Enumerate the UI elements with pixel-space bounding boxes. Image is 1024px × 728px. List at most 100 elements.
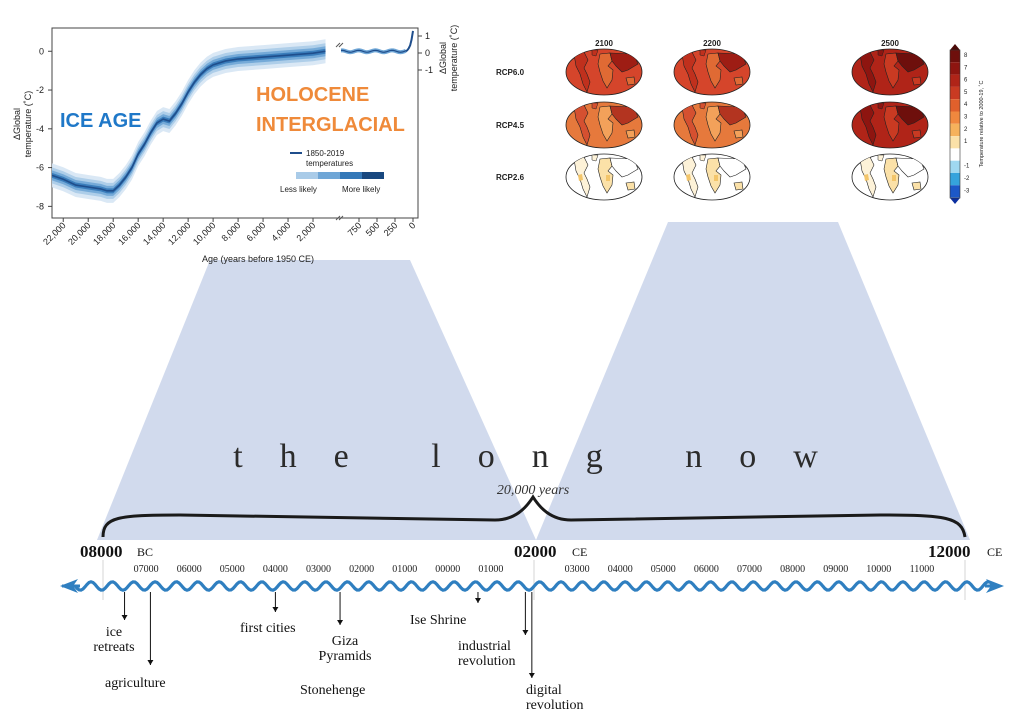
world-map — [851, 153, 929, 201]
y-tick-label: -8 — [36, 201, 44, 211]
event-label: industrial — [458, 639, 511, 654]
continent-greenland — [699, 154, 707, 162]
continent-americas — [573, 104, 591, 146]
colorbar-tick-label: -3 — [964, 188, 970, 194]
colorbar-segment — [950, 50, 960, 63]
y-tick-label: 0 — [39, 46, 44, 56]
right-y-tick-label: -1 — [425, 65, 433, 75]
legend-less-likely: Less likely — [280, 185, 317, 194]
timeline-tick-label: 06000 — [177, 564, 202, 575]
chart-x-axis: 22,00020,00018,00016,00014,00012,00010,0… — [41, 218, 417, 247]
uncertainty-band-layer — [52, 46, 326, 196]
colorbar-tick-label: 6 — [964, 78, 968, 84]
modern-temperature-line — [405, 30, 414, 53]
continent-greenland — [591, 49, 599, 57]
timeline-tick-label: 11000 — [910, 564, 935, 575]
x-tick-label: 8,000 — [219, 220, 242, 243]
event-arrow-icon — [337, 620, 344, 625]
y-label-right-2: temperature (˚C) — [449, 25, 459, 92]
continent-americas — [573, 51, 591, 93]
map-land — [573, 49, 639, 93]
colorbar-segment — [950, 160, 960, 173]
continent-greenland — [699, 102, 707, 110]
continent-australia — [911, 181, 922, 191]
temperature-series — [51, 30, 414, 192]
continent-greenland — [877, 49, 885, 57]
temperature-chart: 0-2-4-6-810-1 22,00020,00018,00016,00014… — [12, 25, 459, 264]
holocene-temperature-line — [51, 50, 326, 192]
map-land — [681, 154, 747, 198]
world-map — [673, 48, 751, 96]
colorbar-tick-label: 8 — [964, 53, 968, 59]
y-tick-label: -2 — [36, 85, 44, 95]
warm-patch — [892, 175, 896, 181]
timeline-wave-axis — [60, 579, 1004, 593]
colorbar-tick-label: 7 — [964, 65, 968, 71]
colorbar-segment — [950, 62, 960, 75]
y-label-left-2: temperature (˚C) — [23, 91, 33, 158]
right-arrow-icon — [986, 579, 1004, 593]
event-label: Giza — [332, 634, 359, 649]
x-tick-label: 14,000 — [141, 220, 168, 247]
right-y-tick-label: 0 — [425, 48, 430, 58]
world-map — [673, 153, 751, 201]
x-tick-label-recent: 0 — [407, 220, 418, 231]
event-arrow-icon — [522, 630, 529, 635]
map-column-year: 2200 — [703, 39, 721, 48]
continent-greenland — [877, 154, 885, 162]
colorbar-segment — [950, 136, 960, 149]
colorbar-tick-label: 5 — [964, 90, 968, 96]
x-tick-label: 2,000 — [294, 220, 317, 243]
map-land — [681, 49, 747, 93]
world-map — [565, 48, 643, 96]
continent-greenland — [877, 102, 885, 110]
colorbar-label: Temperature relative to 2000-19, ˚C — [978, 81, 985, 168]
map-land — [859, 154, 925, 198]
warm-patch — [714, 175, 718, 181]
timeline-tick-label: 08000 — [780, 564, 805, 575]
timeline-tick-label: 06000 — [694, 564, 719, 575]
continent-australia — [733, 76, 744, 86]
end-year: 12000 — [928, 542, 971, 561]
x-tick-label-recent: 500 — [364, 220, 382, 238]
colorbar-segment — [950, 185, 960, 198]
continent-americas — [681, 51, 699, 93]
continent-australia — [625, 76, 636, 86]
continent-australia — [911, 129, 922, 139]
event-label-line2: Pyramids — [319, 649, 372, 664]
colorbar-tick-label: 4 — [964, 102, 968, 108]
colorbar-segment — [950, 86, 960, 100]
span-label: 20,000 years — [497, 483, 570, 498]
x-tick-label: 22,000 — [41, 220, 68, 247]
y-label-right-1: ΔGlobal — [438, 42, 448, 74]
warm-patch — [864, 174, 869, 181]
continent-australia — [625, 129, 636, 139]
colorbar-frame — [949, 49, 961, 199]
map-land — [859, 49, 925, 93]
timeline-tick-label: 03000 — [565, 564, 590, 575]
ice-age-label: ICE AGE — [60, 110, 142, 132]
colorbar-tick-label: -2 — [964, 176, 970, 182]
future-projection-shade — [536, 222, 970, 540]
colorbar-segment — [950, 123, 960, 137]
axis-break-icon — [335, 42, 344, 221]
event-arrow-icon — [528, 673, 535, 678]
timeline-tick-label: 05000 — [220, 564, 245, 575]
timeline-tick-label: 07000 — [134, 564, 159, 575]
event-label-line2: retreats — [93, 640, 134, 655]
timeline-endpoints: 08000 BC 02000 CE 12000 CE — [80, 542, 1002, 561]
x-axis-label: Age (years before 1950 CE) — [202, 254, 314, 264]
event-label: digital — [526, 683, 562, 698]
timeline-tick-label: 01000 — [392, 564, 417, 575]
timeline-tick-label: 02000 — [349, 564, 374, 575]
map-row-scenario: RCP2.6 — [496, 173, 525, 182]
x-tick-label: 18,000 — [91, 220, 118, 247]
right-y-tick-label: 1 — [425, 31, 430, 41]
continent-greenland — [591, 154, 599, 162]
map-row-scenario: RCP6.0 — [496, 68, 525, 77]
world-map — [565, 101, 643, 149]
colorbar-segment — [950, 173, 960, 186]
start-era: BC — [137, 545, 153, 559]
